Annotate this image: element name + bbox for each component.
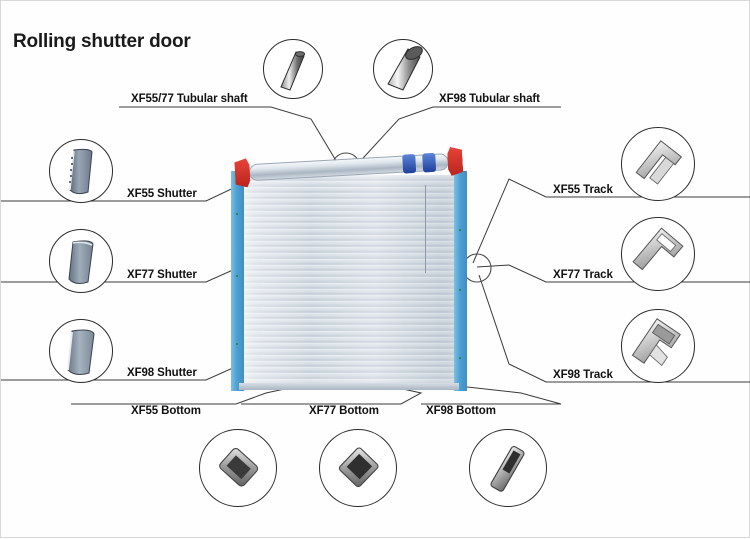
label-xf98-track: XF98 Track — [553, 369, 613, 381]
guide-rail-right — [454, 171, 467, 391]
bottom-rail-square-icon — [338, 447, 379, 488]
callout-xf77-bottom — [319, 429, 397, 507]
tubular-shaft — [248, 153, 450, 182]
label-xf77-track: XF77 Track — [553, 269, 613, 281]
bottom-rail-slim-icon — [490, 445, 525, 492]
callout-xf77-shutter — [49, 229, 113, 293]
label-xf98-tubular-shaft: XF98 Tubular shaft — [439, 93, 540, 105]
callout-xf98-shutter — [49, 319, 113, 383]
label-xf5577-tubular-shaft: XF55/77 Tubular shaft — [131, 93, 248, 105]
label-xf77-shutter: XF77 Shutter — [127, 269, 197, 281]
bottom-rail-hollow-icon — [219, 447, 259, 487]
motor-collar-2 — [422, 152, 437, 173]
label-xf55-track: XF55 Track — [553, 184, 613, 196]
curved-slat-wide-icon — [67, 329, 95, 375]
callout-xf55-track — [621, 127, 695, 201]
thick-open-tube-icon — [387, 46, 423, 91]
callout-xf77-track — [621, 217, 695, 291]
callout-xf98-track — [621, 309, 695, 383]
end-plate-right — [447, 146, 464, 176]
page-title: Rolling shutter door — [13, 31, 191, 52]
callout-xf98-tubular-shaft — [373, 39, 433, 99]
label-xf77-bottom: XF77 Bottom — [309, 405, 379, 417]
callout-xf5577-tubular-shaft — [263, 39, 323, 99]
guide-rail-left — [231, 171, 244, 391]
power-cord — [425, 185, 426, 273]
motor-collar-1 — [402, 153, 417, 174]
track-profile-medium-icon — [632, 227, 684, 271]
thin-tapered-tube-icon — [280, 51, 306, 91]
track-profile-box-icon — [631, 318, 681, 367]
label-xf55-bottom: XF55 Bottom — [131, 405, 201, 417]
label-xf98-bottom: XF98 Bottom — [426, 405, 496, 417]
label-xf98-shutter: XF98 Shutter — [127, 367, 197, 379]
label-xf55-shutter: XF55 Shutter — [127, 188, 197, 200]
rolling-shutter-door-illustration — [229, 161, 469, 391]
track-profile-slim-icon — [635, 140, 683, 185]
curved-slat-icon — [68, 240, 94, 284]
end-plate-left — [234, 158, 251, 188]
callout-xf55-bottom — [199, 429, 277, 507]
callout-xf55-shutter — [49, 139, 113, 203]
shutter-curtain — [243, 175, 455, 389]
callout-xf98-bottom — [469, 429, 547, 507]
bottom-rail — [239, 383, 459, 390]
curved-slat-perforated-icon — [69, 148, 93, 195]
